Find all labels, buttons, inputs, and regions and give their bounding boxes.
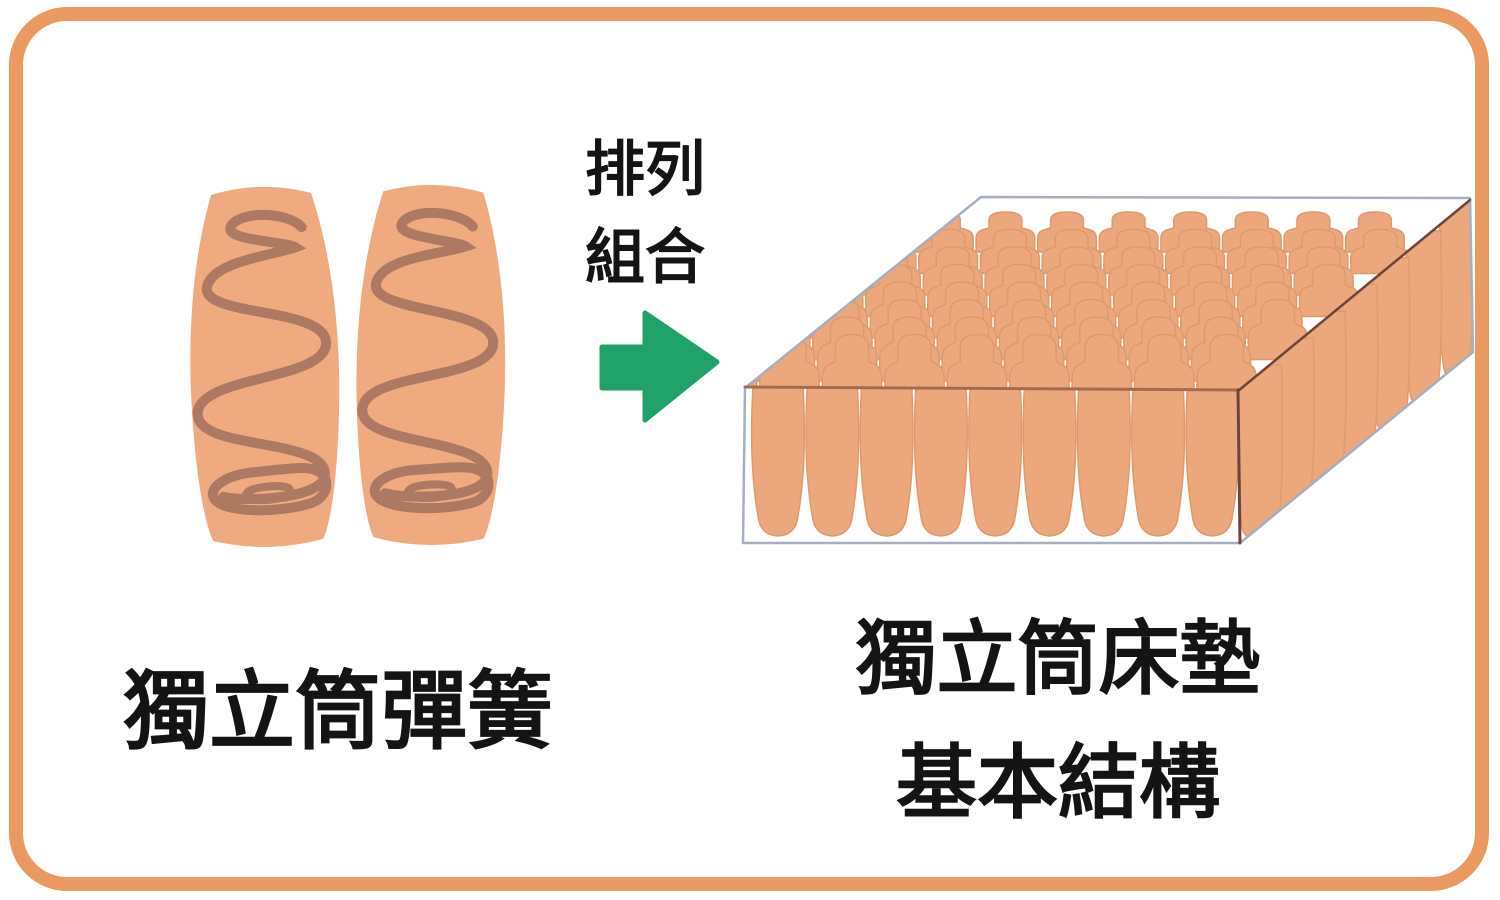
- mattress-wireframe: [741, 195, 1475, 545]
- mattress-spring-unit: [1008, 333, 1070, 391]
- right-caption-line1: 獨立筒床墊: [855, 615, 1261, 705]
- mattress-spring-unit: [946, 333, 1008, 391]
- mattress-spring-unit: [750, 388, 806, 537]
- mattress-illustration: [741, 195, 1475, 545]
- left-caption-text: 獨立筒彈簧: [123, 664, 553, 760]
- mattress-spring-unit: [821, 333, 883, 391]
- mattress-spring-unit: [968, 388, 1023, 537]
- right-caption-line2: 基本結構: [895, 739, 1220, 829]
- mattress-front-springs: [750, 388, 1240, 537]
- mattress-spring-unit: [1130, 388, 1186, 537]
- process-label-line2: 組合: [585, 224, 705, 291]
- mattress-spring-unit: [1133, 333, 1195, 391]
- pocket-spring-pair-illustration: [187, 184, 508, 548]
- pocket-spring-left: [187, 185, 343, 548]
- edge-top-right-diagonal: [1236, 198, 1472, 393]
- mattress-spring-unit: [859, 388, 914, 537]
- process-label-line1: 排列: [585, 136, 705, 203]
- mattress-spring-unit: [1076, 388, 1131, 537]
- mattress-spring-unit: [805, 388, 860, 537]
- left-caption: 獨立筒彈簧: [38, 662, 638, 762]
- mattress-spring-unit: [1438, 203, 1473, 380]
- mattress-spring-unit: [883, 333, 945, 391]
- edge-top-front: [743, 385, 1240, 392]
- mattress-spring-unit: [1404, 229, 1443, 407]
- mattress-spring-unit: [1185, 388, 1240, 537]
- edge-front-right-vertical: [1236, 388, 1242, 545]
- mattress-right-springs: [1238, 203, 1473, 541]
- arrow-right-icon: [599, 310, 720, 423]
- mattress-spring-unit: [1071, 333, 1133, 391]
- pocket-spring-right: [354, 184, 508, 546]
- mattress-spring-unit: [913, 388, 969, 537]
- right-caption: 獨立筒床墊 基本結構: [758, 598, 1358, 846]
- process-label: 排列 組合: [545, 126, 745, 302]
- mattress-spring-unit: [1022, 388, 1077, 537]
- mattress-spring-unit: [1196, 333, 1258, 391]
